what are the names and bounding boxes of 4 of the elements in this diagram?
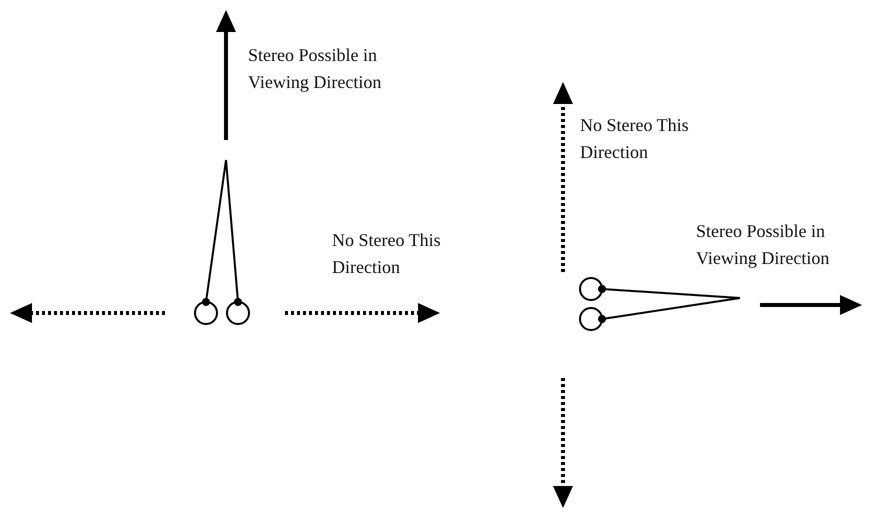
- direction-label: No Stereo This Direction: [580, 114, 690, 164]
- direction-label: No Stereo This Direction: [332, 229, 442, 279]
- direction-label: Stereo Possible in Viewing Direction: [696, 220, 830, 270]
- direction-label: Stereo Possible in Viewing Direction: [248, 44, 382, 94]
